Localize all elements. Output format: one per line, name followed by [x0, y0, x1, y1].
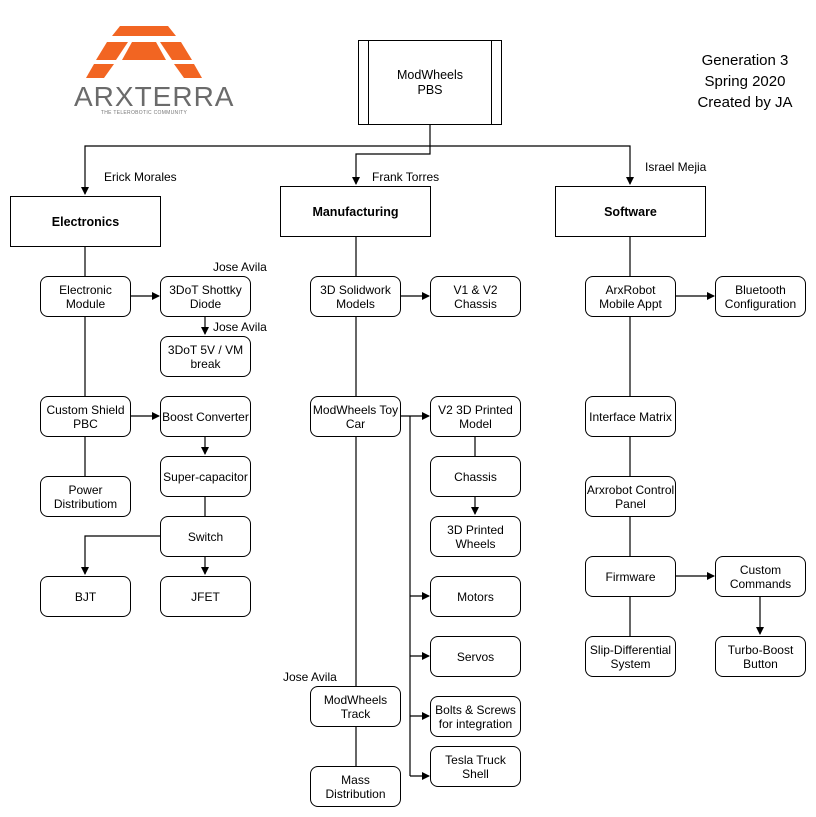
- custom-commands-node: Custom Commands: [715, 556, 806, 597]
- bolts-screws-node: Bolts & Screws for integration: [430, 696, 521, 737]
- manufacturing-node: Manufacturing: [280, 186, 431, 237]
- track-lead: Jose Avila: [283, 670, 337, 684]
- toy-car-node: ModWheels Toy Car: [310, 396, 401, 437]
- motors-node: Motors: [430, 576, 521, 617]
- arxterra-logo-icon: [86, 26, 202, 78]
- interface-matrix-node: Interface Matrix: [585, 396, 676, 437]
- turbo-boost-node: Turbo-Boost Button: [715, 636, 806, 677]
- modwheels-pbs-root: ModWheels PBS: [358, 40, 502, 125]
- modwheels-track-node: ModWheels Track: [310, 686, 401, 727]
- vm-break-lead: Jose Avila: [213, 320, 267, 334]
- mobile-app-node: ArxRobot Mobile Appt: [585, 276, 676, 317]
- mass-distribution-node: Mass Distribution: [310, 766, 401, 807]
- super-capacitor-node: Super-capacitor: [160, 456, 251, 497]
- arxterra-logo: ARXTERRA THE TELEROBOTIC COMMUNITY: [74, 22, 235, 120]
- bjt-node: BJT: [40, 576, 131, 617]
- printed-wheels-node: 3D Printed Wheels: [430, 516, 521, 557]
- custom-shield-node: Custom Shield PBC: [40, 396, 131, 437]
- solidwork-models-node: 3D Solidwork Models: [310, 276, 401, 317]
- boost-converter-node: Boost Converter: [160, 396, 251, 437]
- power-distribution-node: Power Distributiom: [40, 476, 131, 517]
- shottky-lead: Jose Avila: [213, 260, 267, 274]
- jfet-node: JFET: [160, 576, 251, 617]
- tesla-shell-node: Tesla Truck Shell: [430, 746, 521, 787]
- manufacturing-lead: Frank Torres: [372, 170, 440, 184]
- v1-v2-chassis-node: V1 & V2 Chassis: [430, 276, 521, 317]
- v2-printed-model-node: V2 3D Printed Model: [430, 396, 521, 437]
- firmware-node: Firmware: [585, 556, 676, 597]
- software-node: Software: [555, 186, 706, 237]
- servos-node: Servos: [430, 636, 521, 677]
- shottky-diode-node: 3DoT Shottky Diode: [160, 276, 251, 317]
- logo-tagline: THE TELEROBOTIC COMMUNITY: [100, 110, 188, 116]
- control-panel-node: Arxrobot Control Panel: [585, 476, 676, 517]
- generation-note: Generation 3 Spring 2020 Created by JA: [697, 52, 793, 111]
- electronics-lead: Erick Morales: [104, 170, 177, 184]
- software-lead: Israel Mejia: [645, 160, 707, 174]
- slip-differential-node: Slip-Differential System: [585, 636, 676, 677]
- vm-break-node: 3DoT 5V / VM break: [160, 336, 251, 377]
- electronic-module-node: Electronic Module: [40, 276, 131, 317]
- switch-node: Switch: [160, 516, 251, 557]
- electronics-node: Electronics: [10, 196, 161, 247]
- bluetooth-config-node: Bluetooth Configuration: [715, 276, 806, 317]
- logo-wordmark: ARXTERRA: [74, 81, 235, 112]
- chassis-node: Chassis: [430, 456, 521, 497]
